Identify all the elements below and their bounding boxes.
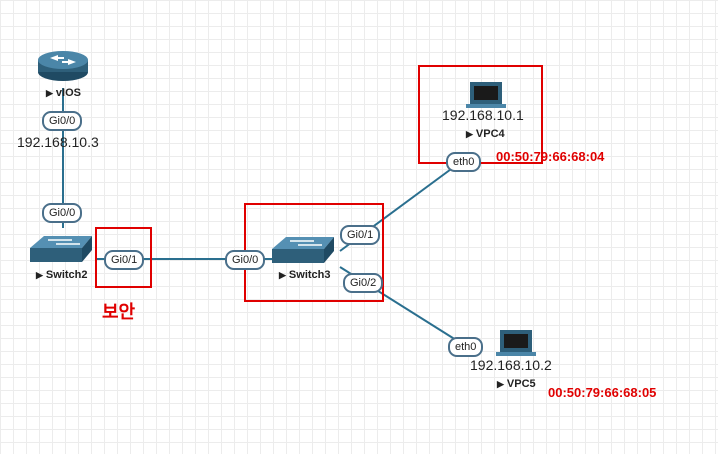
computer-icon[interactable] <box>496 330 536 356</box>
play-icon: ▶ <box>497 379 504 389</box>
play-icon: ▶ <box>466 129 473 139</box>
vpc4-mac: 00:50:79:66:68:04 <box>496 149 605 164</box>
vpc5-label[interactable]: ▶VPC5 <box>497 378 536 390</box>
switch-icon[interactable] <box>30 236 92 262</box>
switch3-port-gi02[interactable]: Gi0/2 <box>343 273 384 293</box>
vpc4-ip: 192.168.10.1 <box>442 107 524 123</box>
switch3-port-gi00[interactable]: Gi0/0 <box>225 250 266 270</box>
switch2-port-gi00[interactable]: Gi0/0 <box>42 203 83 223</box>
vios-ip: 192.168.10.3 <box>17 134 99 150</box>
highlight-box-switch2-gi01 <box>95 227 152 288</box>
vpc5-mac: 00:50:79:66:68:05 <box>548 385 657 400</box>
router-icon[interactable] <box>38 51 88 81</box>
vios-label[interactable]: ▶vIOS <box>46 87 81 99</box>
switch3-label[interactable]: ▶Switch3 <box>279 269 331 281</box>
switch2-label[interactable]: ▶Switch2 <box>36 269 88 281</box>
vpc4-port-eth0[interactable]: eth0 <box>446 152 482 172</box>
vpc5-ip: 192.168.10.2 <box>470 357 552 373</box>
switch-icon[interactable] <box>272 237 334 263</box>
switch2-port-gi01[interactable]: Gi0/1 <box>104 250 145 270</box>
computer-icon[interactable] <box>466 82 506 108</box>
vpc4-label[interactable]: ▶VPC4 <box>466 128 505 140</box>
play-icon: ▶ <box>46 88 53 98</box>
security-annotation: 보안 <box>102 302 136 322</box>
play-icon: ▶ <box>279 270 286 280</box>
vpc5-port-eth0[interactable]: eth0 <box>448 337 484 357</box>
play-icon: ▶ <box>36 270 43 280</box>
switch3-port-gi01[interactable]: Gi0/1 <box>340 225 381 245</box>
vios-port-gi00[interactable]: Gi0/0 <box>42 111 83 131</box>
